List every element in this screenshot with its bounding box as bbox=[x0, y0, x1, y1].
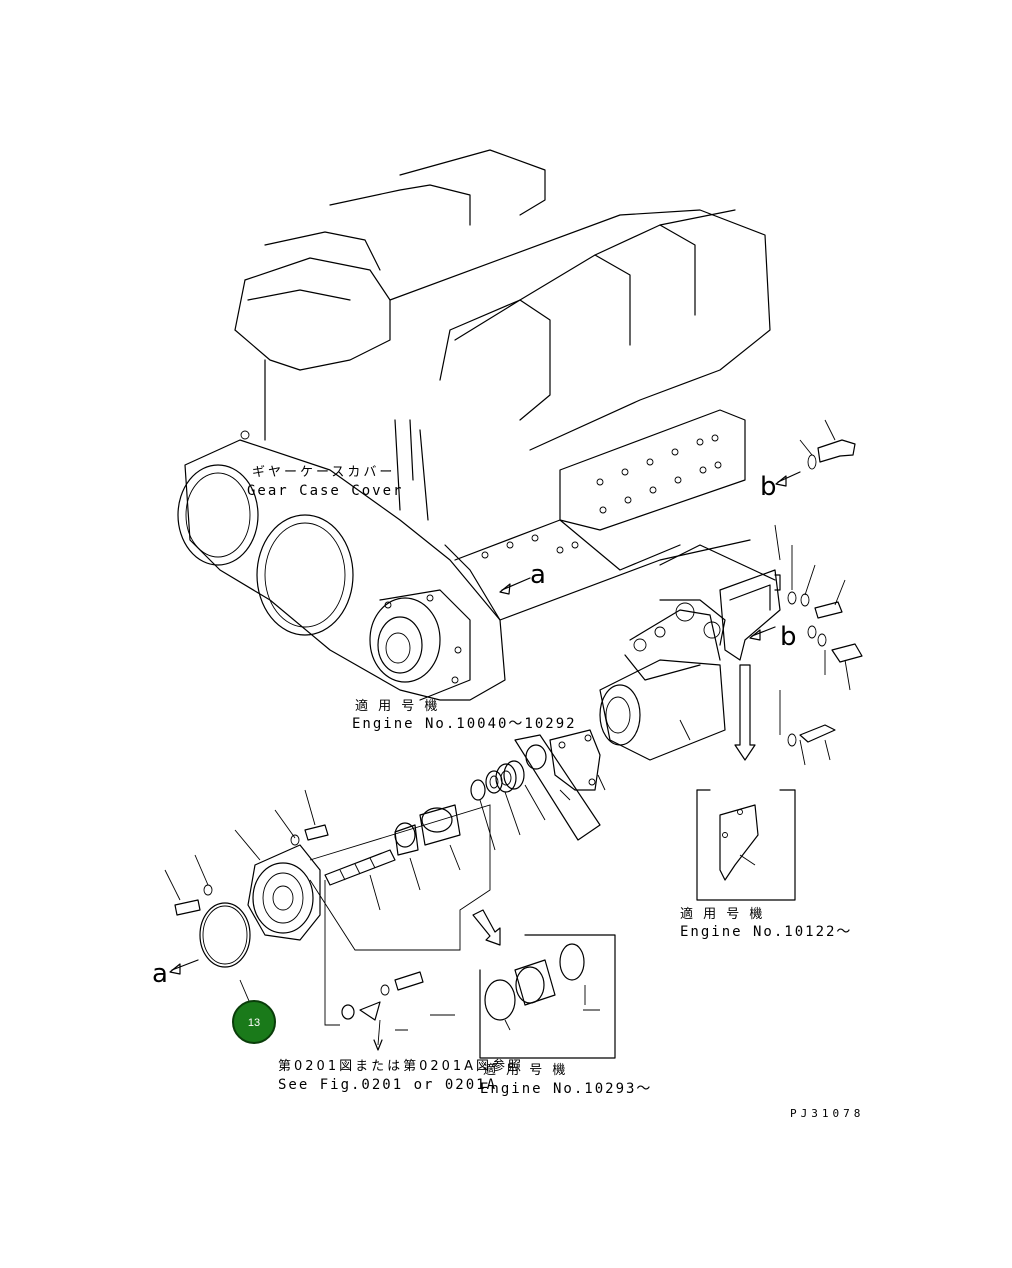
applicable-label-1: 適 用 号 機 bbox=[355, 698, 440, 714]
engine-range-label-1: Engine No.10040～10292 bbox=[352, 716, 577, 732]
engine-block bbox=[177, 149, 771, 701]
engine-range-label-3: Engine No.10293～ bbox=[480, 1081, 652, 1097]
arrow-b-upper bbox=[777, 471, 801, 483]
marker-a-upper: a bbox=[530, 560, 546, 590]
exploded-parts bbox=[164, 719, 691, 1026]
air-compressor bbox=[599, 599, 726, 761]
applicable-label-3: 適 用 号 機 bbox=[483, 1062, 568, 1078]
marker-a-lower: a bbox=[152, 959, 168, 989]
arrow-a-lower-head bbox=[169, 963, 181, 975]
reference-label-en: See Fig.0201 or 0201A bbox=[278, 1077, 497, 1093]
callout-number: 13 bbox=[248, 1017, 260, 1029]
gear-case-cover-label-en: Gear Case Cover bbox=[247, 483, 403, 499]
inset-arrow-2 bbox=[472, 909, 501, 946]
gear-case-cover-label-jp: ギヤーケースカバー bbox=[252, 465, 395, 480]
inset-engine-10122 bbox=[696, 789, 796, 901]
bracket-assembly bbox=[659, 419, 863, 766]
applicable-label-2: 適 用 号 機 bbox=[680, 906, 765, 922]
arrow-a-upper-head bbox=[499, 583, 511, 595]
marker-b-lower: b bbox=[780, 622, 797, 652]
arrow-b-upper-head bbox=[775, 475, 787, 487]
diagram-code: PJ31078 bbox=[790, 1107, 864, 1120]
lower-leaders bbox=[373, 1014, 455, 1051]
arrow-a-lower bbox=[171, 959, 199, 971]
marker-b-upper: b bbox=[760, 472, 777, 502]
part-callout-13[interactable]: 13 bbox=[232, 1000, 276, 1044]
callout-circle bbox=[232, 1000, 276, 1044]
arrow-b-lower-head bbox=[749, 629, 761, 641]
engine-range-label-2: Engine No.10122～ bbox=[680, 924, 852, 940]
arrow-a-upper bbox=[501, 577, 531, 591]
inset-arrow-1 bbox=[734, 664, 756, 761]
reference-label-jp: 第0201図または第0201A図参照 bbox=[278, 1058, 524, 1074]
arrow-b-lower bbox=[751, 626, 776, 637]
inset-engine-10293 bbox=[479, 934, 616, 1059]
